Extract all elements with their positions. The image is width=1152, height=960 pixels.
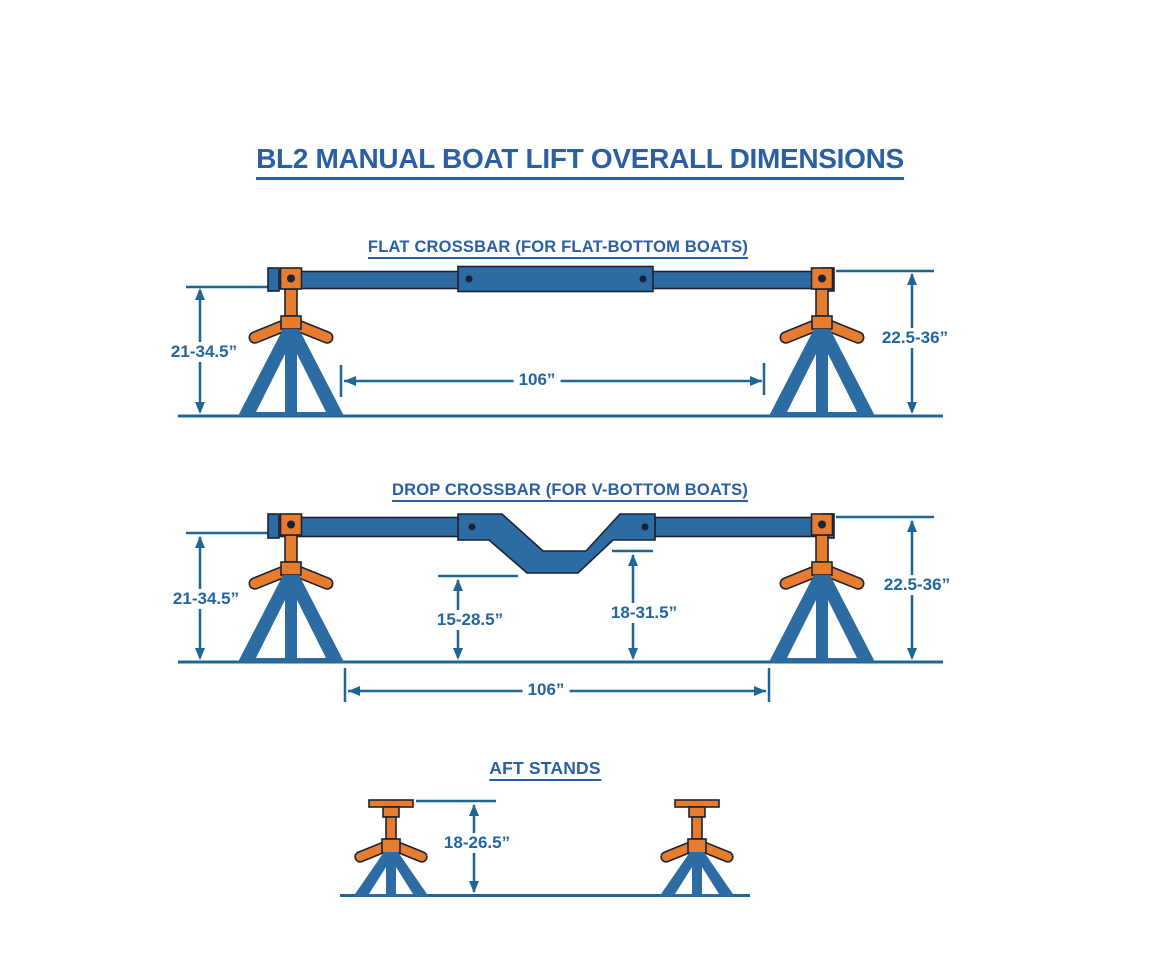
dim-label-drop-left-height: 21-34.5” <box>167 589 245 609</box>
crossbar-end-plate-left <box>267 267 280 292</box>
page-title: BL2 MANUAL BOAT LIFT OVERALL DIMENSIONS <box>256 143 904 180</box>
boat-stand-right <box>768 267 876 417</box>
bolt-hole <box>639 275 647 283</box>
dim-label-flat-span: 106” <box>513 370 561 390</box>
section-heading-drop-crossbar: DROP CROSSBAR (FOR V-BOTTOM BOATS) <box>391 481 749 503</box>
bolt-hole <box>465 275 473 283</box>
dim-drop-top <box>612 549 653 660</box>
section-heading-flat-crossbar: FLAT CROSSBAR (FOR FLAT-BOTTOM BOATS) <box>367 238 749 260</box>
aft-stands-diagram <box>340 799 750 898</box>
aft-stand-right <box>658 799 736 898</box>
bolt-hole <box>468 523 476 531</box>
crossbar-center-sleeve <box>457 265 654 293</box>
dim-label-flat-right-height: 22.5-36” <box>876 328 954 348</box>
crossbar-end-plate-left <box>267 513 280 539</box>
drop-crossbar <box>267 513 835 574</box>
drop-center-section <box>457 513 656 574</box>
drop-crossbar-diagram <box>178 513 943 702</box>
boat-stand-left <box>237 267 345 417</box>
dim-label-drop-span: 106” <box>522 680 570 700</box>
crossbar-right-tube <box>654 516 834 538</box>
bolt-hole <box>641 523 649 531</box>
dim-label-flat-left-height: 21-34.5” <box>165 342 243 362</box>
section-heading-aft-stands: AFT STANDS <box>489 758 601 782</box>
flat-crossbar-diagram <box>178 265 943 418</box>
dim-label-drop-underside-height: 15-28.5” <box>431 610 509 630</box>
dim-label-drop-top-height: 18-31.5” <box>605 603 683 623</box>
dim-label-drop-right-height: 22.5-36” <box>878 575 956 595</box>
dim-label-aft-height: 18-26.5” <box>438 833 516 853</box>
aft-stand-left <box>352 799 430 898</box>
flat-crossbar <box>267 265 835 293</box>
